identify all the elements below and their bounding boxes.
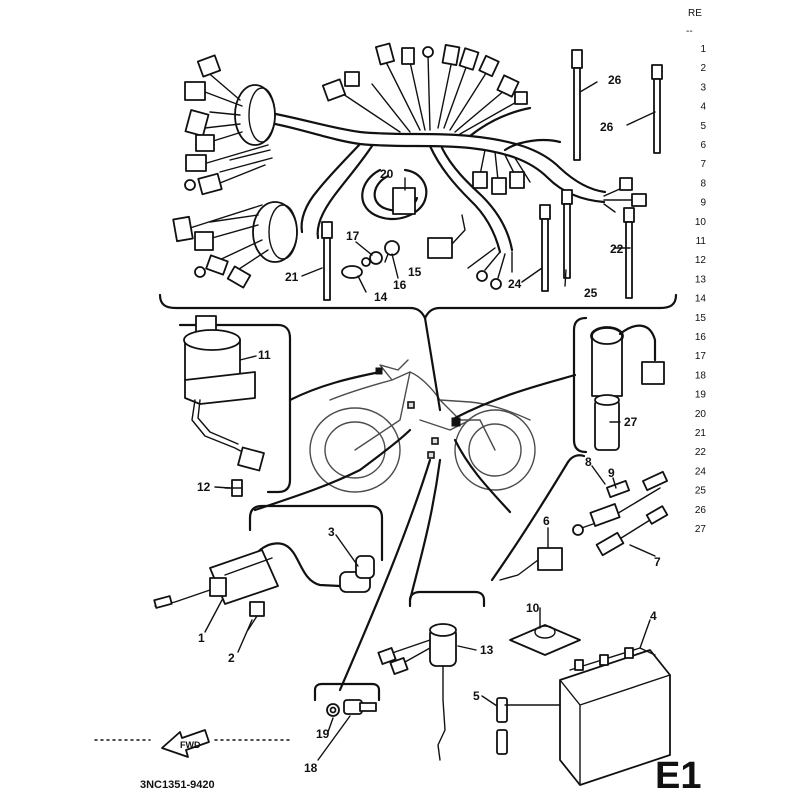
reference-index-column: RE -- 1234567891011121314151617181920212…	[686, 8, 706, 535]
index-number-list: 1234567891011121314151617181920212224252…	[695, 44, 707, 535]
clamp-14	[341, 265, 363, 279]
nut-15	[384, 240, 400, 256]
index-number: 2	[700, 63, 706, 74]
callout-24: 24	[508, 277, 522, 291]
callout-10: 10	[526, 601, 540, 615]
index-number: 27	[695, 524, 707, 535]
index-number: 14	[695, 294, 707, 305]
washer-16	[369, 251, 383, 265]
index-number: 17	[695, 351, 707, 362]
callout-25: 25	[584, 286, 598, 300]
grommet-top-left	[234, 84, 276, 146]
index-number: 6	[700, 140, 706, 151]
harness-coupler-20	[392, 187, 416, 215]
callout-4: 4	[650, 609, 657, 623]
index-number: 18	[695, 370, 707, 381]
callout-12: 12	[197, 480, 211, 494]
leader-lines	[253, 316, 577, 692]
callout-11: 11	[258, 348, 271, 362]
callout-19: 19	[316, 727, 330, 741]
index-number: 1	[700, 44, 706, 55]
callout-18: 18	[304, 761, 318, 775]
index-number: 25	[695, 486, 707, 497]
callout-16: 16	[393, 278, 407, 292]
callout-14: 14	[374, 290, 388, 304]
index-number: 26	[695, 505, 707, 516]
index-number: 16	[695, 332, 707, 343]
battery-band-10	[509, 624, 581, 656]
index-number: 12	[695, 255, 707, 266]
callout-1: 1	[198, 631, 205, 645]
index-number: 21	[695, 428, 707, 439]
wire-harness	[158, 42, 678, 320]
index-number: 10	[695, 217, 707, 228]
callout-17: 17	[346, 229, 360, 243]
callout-5: 5	[473, 689, 480, 703]
fwd-arrow-icon	[161, 729, 210, 758]
index-number: 4	[700, 102, 706, 113]
callout-3: 3	[328, 525, 335, 539]
index-number: 9	[700, 198, 706, 209]
callout-26-top: 26	[608, 73, 622, 87]
callout-27: 27	[624, 415, 638, 429]
index-number: 8	[700, 178, 706, 189]
index-number: 13	[695, 274, 707, 285]
index-dashes: --	[686, 26, 693, 37]
callout-20: 20	[380, 167, 394, 181]
motorcycle-outline	[309, 359, 536, 493]
relay-15	[427, 237, 453, 259]
cable-bands	[321, 49, 663, 301]
fwd-arrow: FWD	[94, 729, 291, 758]
items-18-19-group	[313, 682, 381, 717]
callout-9: 9	[608, 466, 615, 480]
item-13-group	[377, 590, 486, 761]
index-header: RE	[688, 8, 702, 19]
page-id: E1	[655, 755, 701, 797]
ignition-coil-group	[153, 504, 384, 631]
callout-leaders	[204, 81, 656, 761]
index-number: 3	[700, 82, 706, 93]
callout-6: 6	[543, 514, 550, 528]
battery-group	[496, 624, 671, 786]
main-switch-group	[178, 315, 292, 497]
callout-7: 7	[654, 555, 661, 569]
index-number: 7	[700, 159, 706, 170]
index-number: 11	[696, 236, 707, 247]
items-6-9-group	[499, 454, 669, 581]
index-number: 5	[700, 121, 706, 132]
harness-group-bracket	[158, 293, 678, 320]
index-number: 19	[695, 390, 707, 401]
index-number: 22	[695, 447, 707, 458]
callout-21: 21	[285, 270, 299, 284]
index-number: 24	[695, 466, 707, 477]
callout-labels: 26 26 20 21 22 24 25 15 16 14 17 11 12 2…	[197, 73, 661, 775]
item-27-group	[572, 316, 665, 454]
callout-15: 15	[408, 265, 422, 279]
callout-8: 8	[585, 455, 592, 469]
breather-pipe-5	[496, 697, 508, 723]
callout-13: 13	[480, 643, 494, 657]
callout-26-second: 26	[600, 120, 614, 134]
index-number: 15	[695, 313, 707, 324]
callout-2: 2	[228, 651, 235, 665]
callout-22: 22	[610, 242, 624, 256]
catalog-code: 3NC1351-9420	[140, 779, 215, 791]
index-number: 20	[695, 409, 707, 420]
fwd-label: FWD	[180, 740, 201, 750]
